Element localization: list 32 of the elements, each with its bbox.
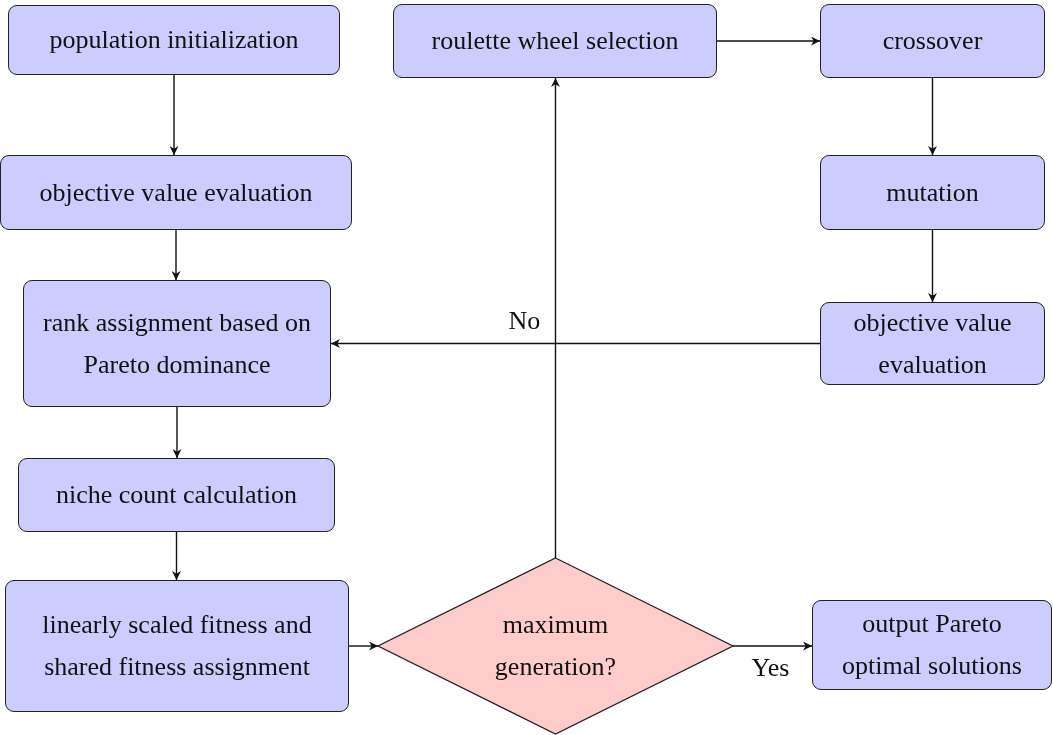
arrow [348,641,379,651]
arrow [928,77,937,156]
node-text: mutation [886,176,979,209]
process-box [393,4,717,78]
node-text: roulette wheel selection [431,25,679,58]
arrow [732,641,813,651]
process-box [820,4,1045,78]
node-text: objective value evaluation [39,176,313,209]
node-text: population initialization [49,24,299,57]
node-text: niche count calculation [55,479,298,512]
arrow [169,74,179,156]
arrow [171,229,181,281]
process-box [8,5,340,75]
arrow [551,77,560,559]
process-box [5,580,349,712]
node-text: objective value evaluation [852,306,1013,381]
arrow [928,229,937,303]
node-text: linearly scaled fitness and shared fitness assignment [41,609,313,683]
arrow [172,531,181,581]
arrow [716,36,821,46]
node-text: crossover [882,25,983,58]
process-box [23,280,331,407]
arrow [330,339,821,348]
process-box [820,302,1045,385]
node-text: rank assignment based on Pareto dominance [42,306,312,381]
process-box [820,155,1045,230]
node-text: output Pareto optimal solutions [841,608,1023,682]
process-box [18,458,335,532]
process-box [0,155,352,230]
arrow [172,406,182,459]
node-text: maximum generation? [493,609,618,683]
process-box [812,600,1052,690]
